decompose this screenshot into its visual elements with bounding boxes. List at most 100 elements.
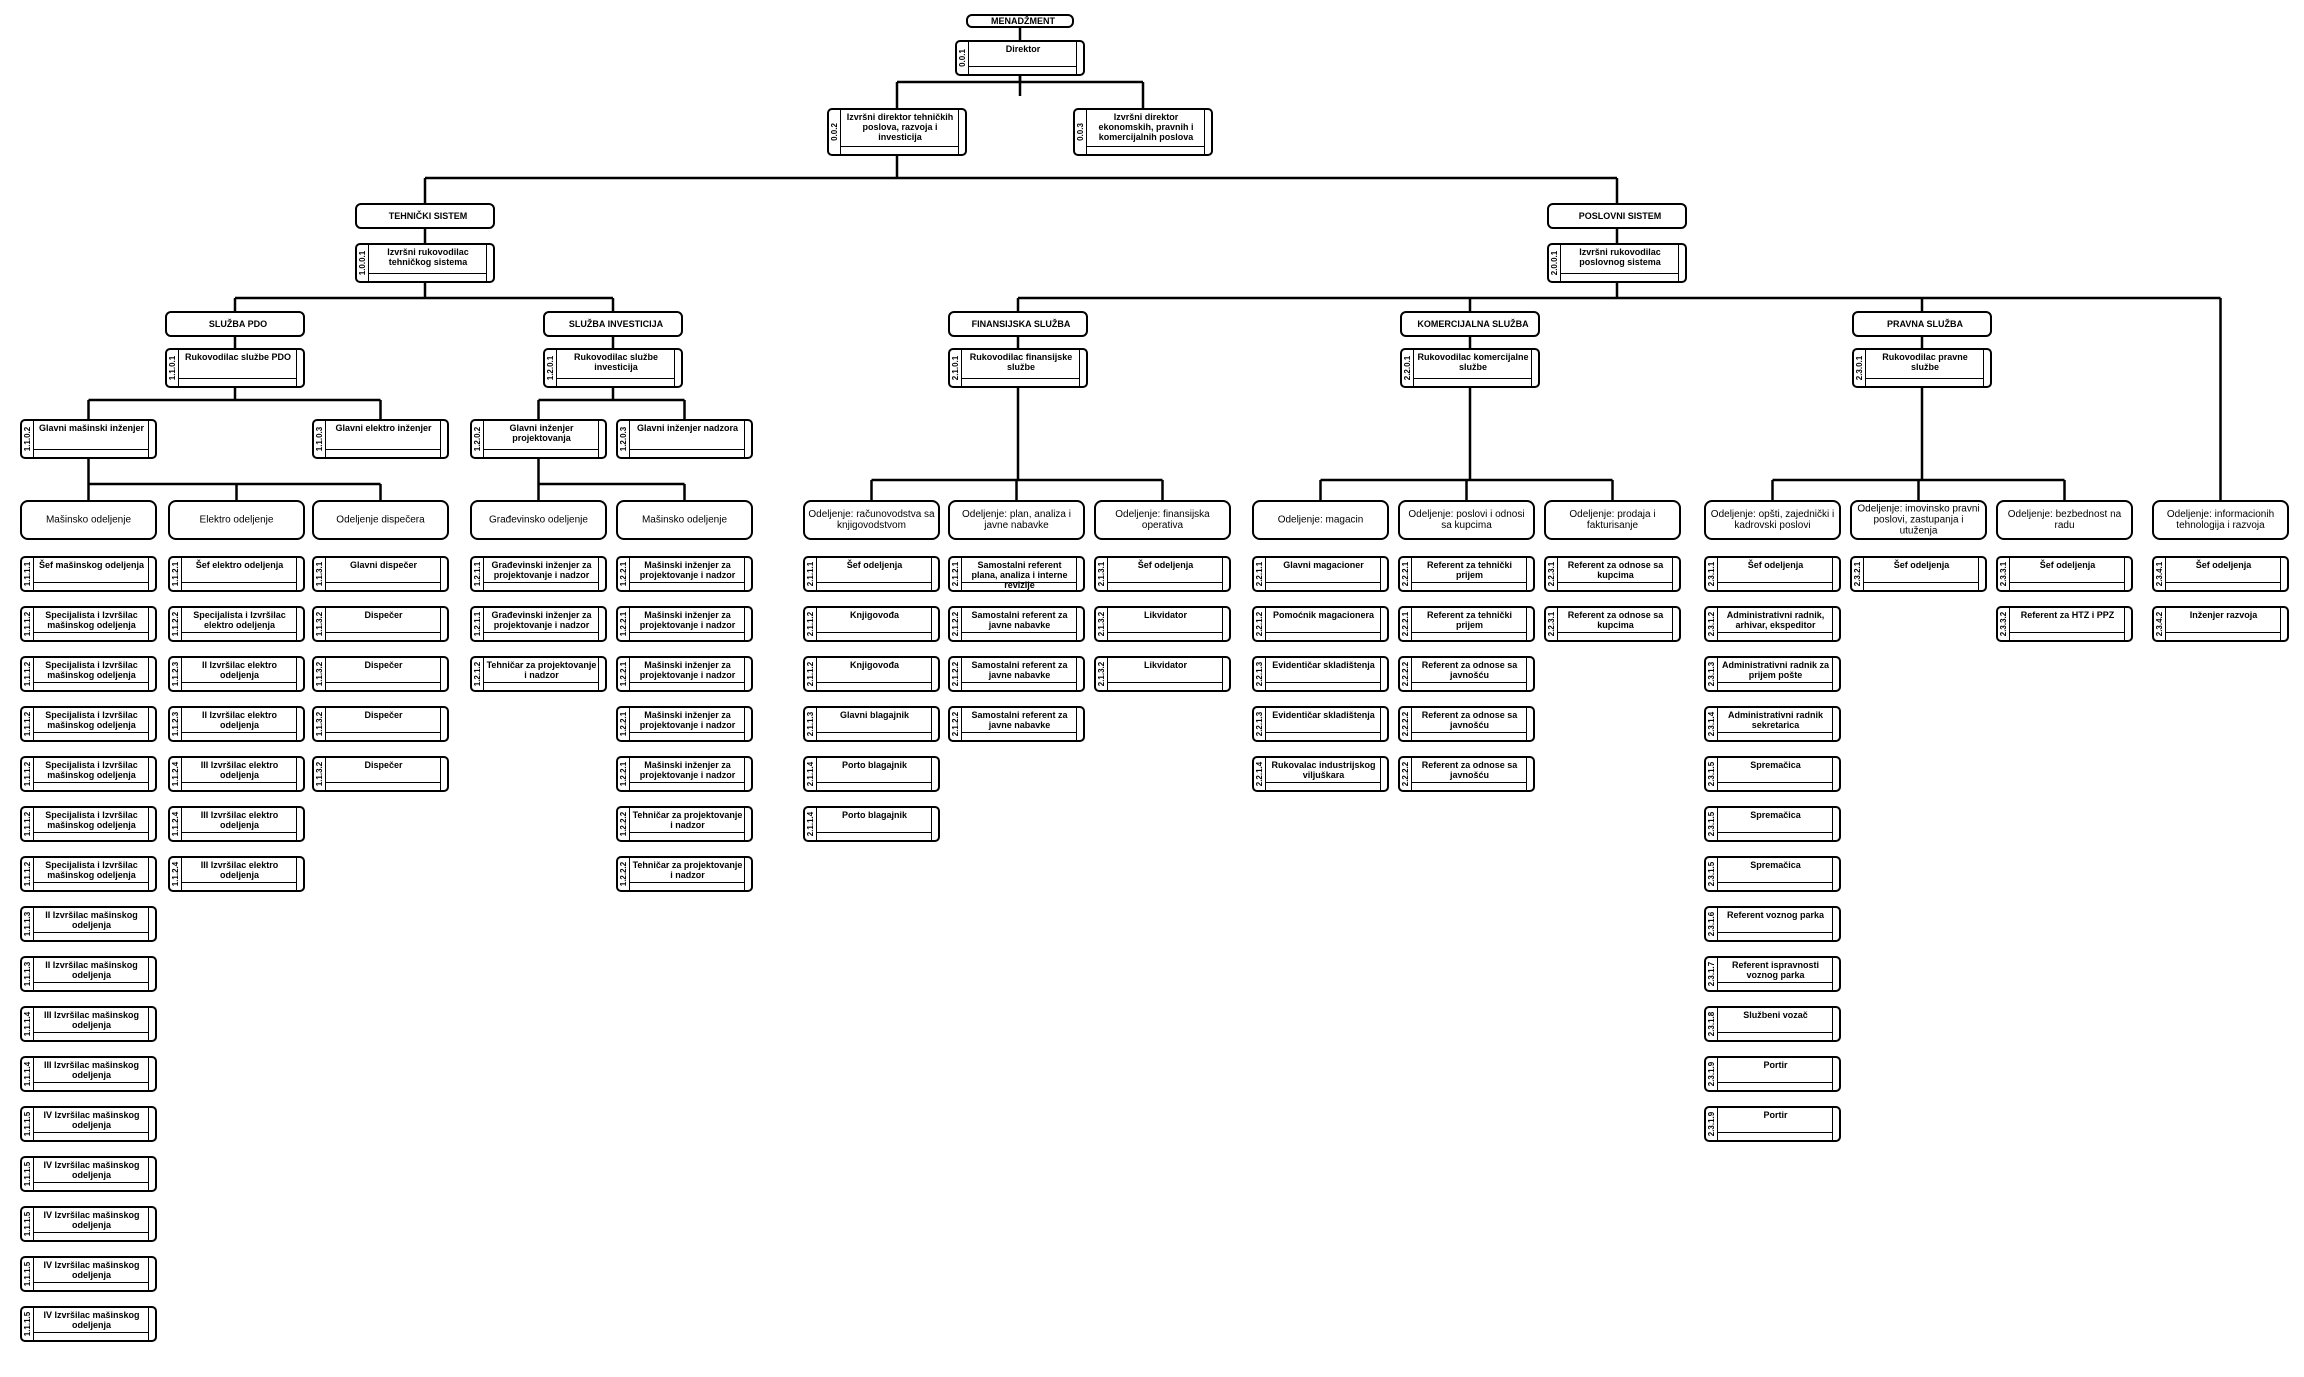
bottom-rule bbox=[1865, 378, 1984, 379]
position-code: 2.1.1.2 bbox=[805, 658, 817, 690]
bottom-rule bbox=[961, 632, 1077, 633]
side-bar bbox=[1832, 1108, 1839, 1140]
box-label: MENADŽMENT bbox=[991, 16, 1055, 26]
position-code-text: 2.2.3.1 bbox=[1546, 561, 1556, 587]
position-code-text: 2.2.2.1 bbox=[1400, 561, 1410, 587]
position-code: 1.1.0.2 bbox=[22, 421, 34, 457]
side-bar bbox=[1380, 708, 1387, 740]
box-label: Referent za odnose sa javnošću bbox=[1421, 660, 1518, 680]
position-code: 2.1.3.2 bbox=[1096, 608, 1108, 640]
box-label: Šef mašinskog odeljenja bbox=[38, 560, 145, 570]
side-bar bbox=[2280, 558, 2287, 590]
side-bar bbox=[598, 608, 605, 640]
box-label: Dispečer bbox=[364, 660, 403, 670]
position-code-text: 2.3.0.1 bbox=[1854, 355, 1864, 381]
position-code-text: 2.3.2.1 bbox=[1852, 561, 1862, 587]
box-label: Mašinski inženjer za projektovanje i nad… bbox=[639, 560, 736, 580]
position-code-text: 2.3.1.9 bbox=[1706, 1061, 1716, 1087]
side-bar bbox=[1832, 858, 1839, 890]
position-code-text: 1.1.2.2 bbox=[170, 611, 180, 637]
position-code: 2.2.3.1 bbox=[1546, 608, 1558, 640]
box-label: Specijalista i Izvršilac mašinskog odelj… bbox=[45, 610, 138, 630]
bottom-rule bbox=[1107, 682, 1223, 683]
position-code-text: 1.1.1.2 bbox=[22, 711, 32, 737]
box-label: Direktor bbox=[1005, 44, 1041, 54]
side-bar bbox=[1526, 608, 1533, 640]
position-code: 2.3.1.2 bbox=[1706, 608, 1718, 640]
position-code: 2.2.0.1 bbox=[1402, 350, 1414, 386]
position-code: 1.2.2.1 bbox=[618, 758, 630, 790]
bottom-rule bbox=[1413, 378, 1532, 379]
bottom-rule bbox=[33, 932, 149, 933]
position-code: 2.3.3.2 bbox=[1998, 608, 2010, 640]
unit-header: KOMERCIJALNA SLUŽBA bbox=[1400, 311, 1540, 337]
side-bar bbox=[1832, 758, 1839, 790]
box-label: Odeljenje: imovinsko pravni poslovi, zas… bbox=[1857, 503, 1980, 537]
position-code: 2.2.1.1 bbox=[1254, 558, 1266, 590]
position-code: 2.1.1.4 bbox=[805, 808, 817, 840]
position-code: 2.3.1.1 bbox=[1706, 558, 1718, 590]
bottom-rule bbox=[325, 632, 441, 633]
box-label: Službeni vozač bbox=[1743, 1010, 1808, 1020]
position-code: 1.2.0.2 bbox=[472, 421, 484, 457]
box-label: Dispečer bbox=[364, 710, 403, 720]
side-bar bbox=[1672, 608, 1679, 640]
department-box: Odeljenje: plan, analiza i javne nabavke bbox=[948, 500, 1085, 540]
box-label: Odeljenje: opšti, zajednički i kadrovski… bbox=[1710, 509, 1835, 531]
position-code: 2.1.3.1 bbox=[1096, 558, 1108, 590]
position-code-text: 2.3.1.5 bbox=[1706, 861, 1716, 887]
position-code-text: 1.0.0.1 bbox=[357, 250, 367, 276]
bottom-rule bbox=[181, 832, 297, 833]
bottom-rule bbox=[1107, 582, 1223, 583]
side-bar bbox=[2124, 558, 2131, 590]
position-code-text: 1.2.0.3 bbox=[618, 426, 628, 452]
position-code-text: 1.2.0.2 bbox=[472, 426, 482, 452]
side-bar bbox=[296, 558, 303, 590]
side-bar bbox=[1672, 558, 1679, 590]
position-code: 1.2.0.1 bbox=[545, 350, 557, 386]
position-code: 1.1.1.3 bbox=[22, 908, 34, 940]
box-label: III Izvršilac mašinskog odeljenja bbox=[43, 1010, 140, 1030]
side-bar bbox=[598, 558, 605, 590]
side-bar bbox=[1832, 958, 1839, 990]
bottom-rule bbox=[1717, 932, 1833, 933]
box-label: Portir bbox=[1763, 1060, 1788, 1070]
bottom-rule bbox=[2165, 632, 2281, 633]
position-code: 2.1.2.2 bbox=[950, 608, 962, 640]
side-bar bbox=[1222, 608, 1229, 640]
box-label: Odeljenje: magacin bbox=[1277, 514, 1364, 526]
position-code: 2.3.1.3 bbox=[1706, 658, 1718, 690]
bottom-rule bbox=[816, 732, 932, 733]
side-bar bbox=[148, 1008, 155, 1040]
department-box: Elektro odeljenje bbox=[168, 500, 305, 540]
box-label: Likvidator bbox=[1143, 610, 1187, 620]
position-code-text: 2.3.1.1 bbox=[1706, 561, 1716, 587]
bottom-rule bbox=[816, 632, 932, 633]
side-bar bbox=[1526, 758, 1533, 790]
position-code-text: 2.1.1.4 bbox=[805, 761, 815, 787]
side-bar bbox=[1076, 608, 1083, 640]
box-label: Specijalista i Izvršilac mašinskog odelj… bbox=[45, 810, 138, 830]
bottom-rule bbox=[1717, 1132, 1833, 1133]
bottom-rule bbox=[2165, 582, 2281, 583]
position-code: 2.2.2.2 bbox=[1400, 758, 1412, 790]
position-code: 1.1.1.5 bbox=[22, 1108, 34, 1140]
box-label: II Izvršilac elektro odeljenja bbox=[201, 660, 278, 680]
position-code: 1.1.1.4 bbox=[22, 1058, 34, 1090]
side-bar bbox=[148, 1158, 155, 1190]
box-label: III Izvršilac elektro odeljenja bbox=[200, 860, 279, 880]
department-box: Odeljenje: imovinsko pravni poslovi, zas… bbox=[1850, 500, 1987, 540]
box-label: Rukovodilac službe PDO bbox=[184, 352, 292, 362]
